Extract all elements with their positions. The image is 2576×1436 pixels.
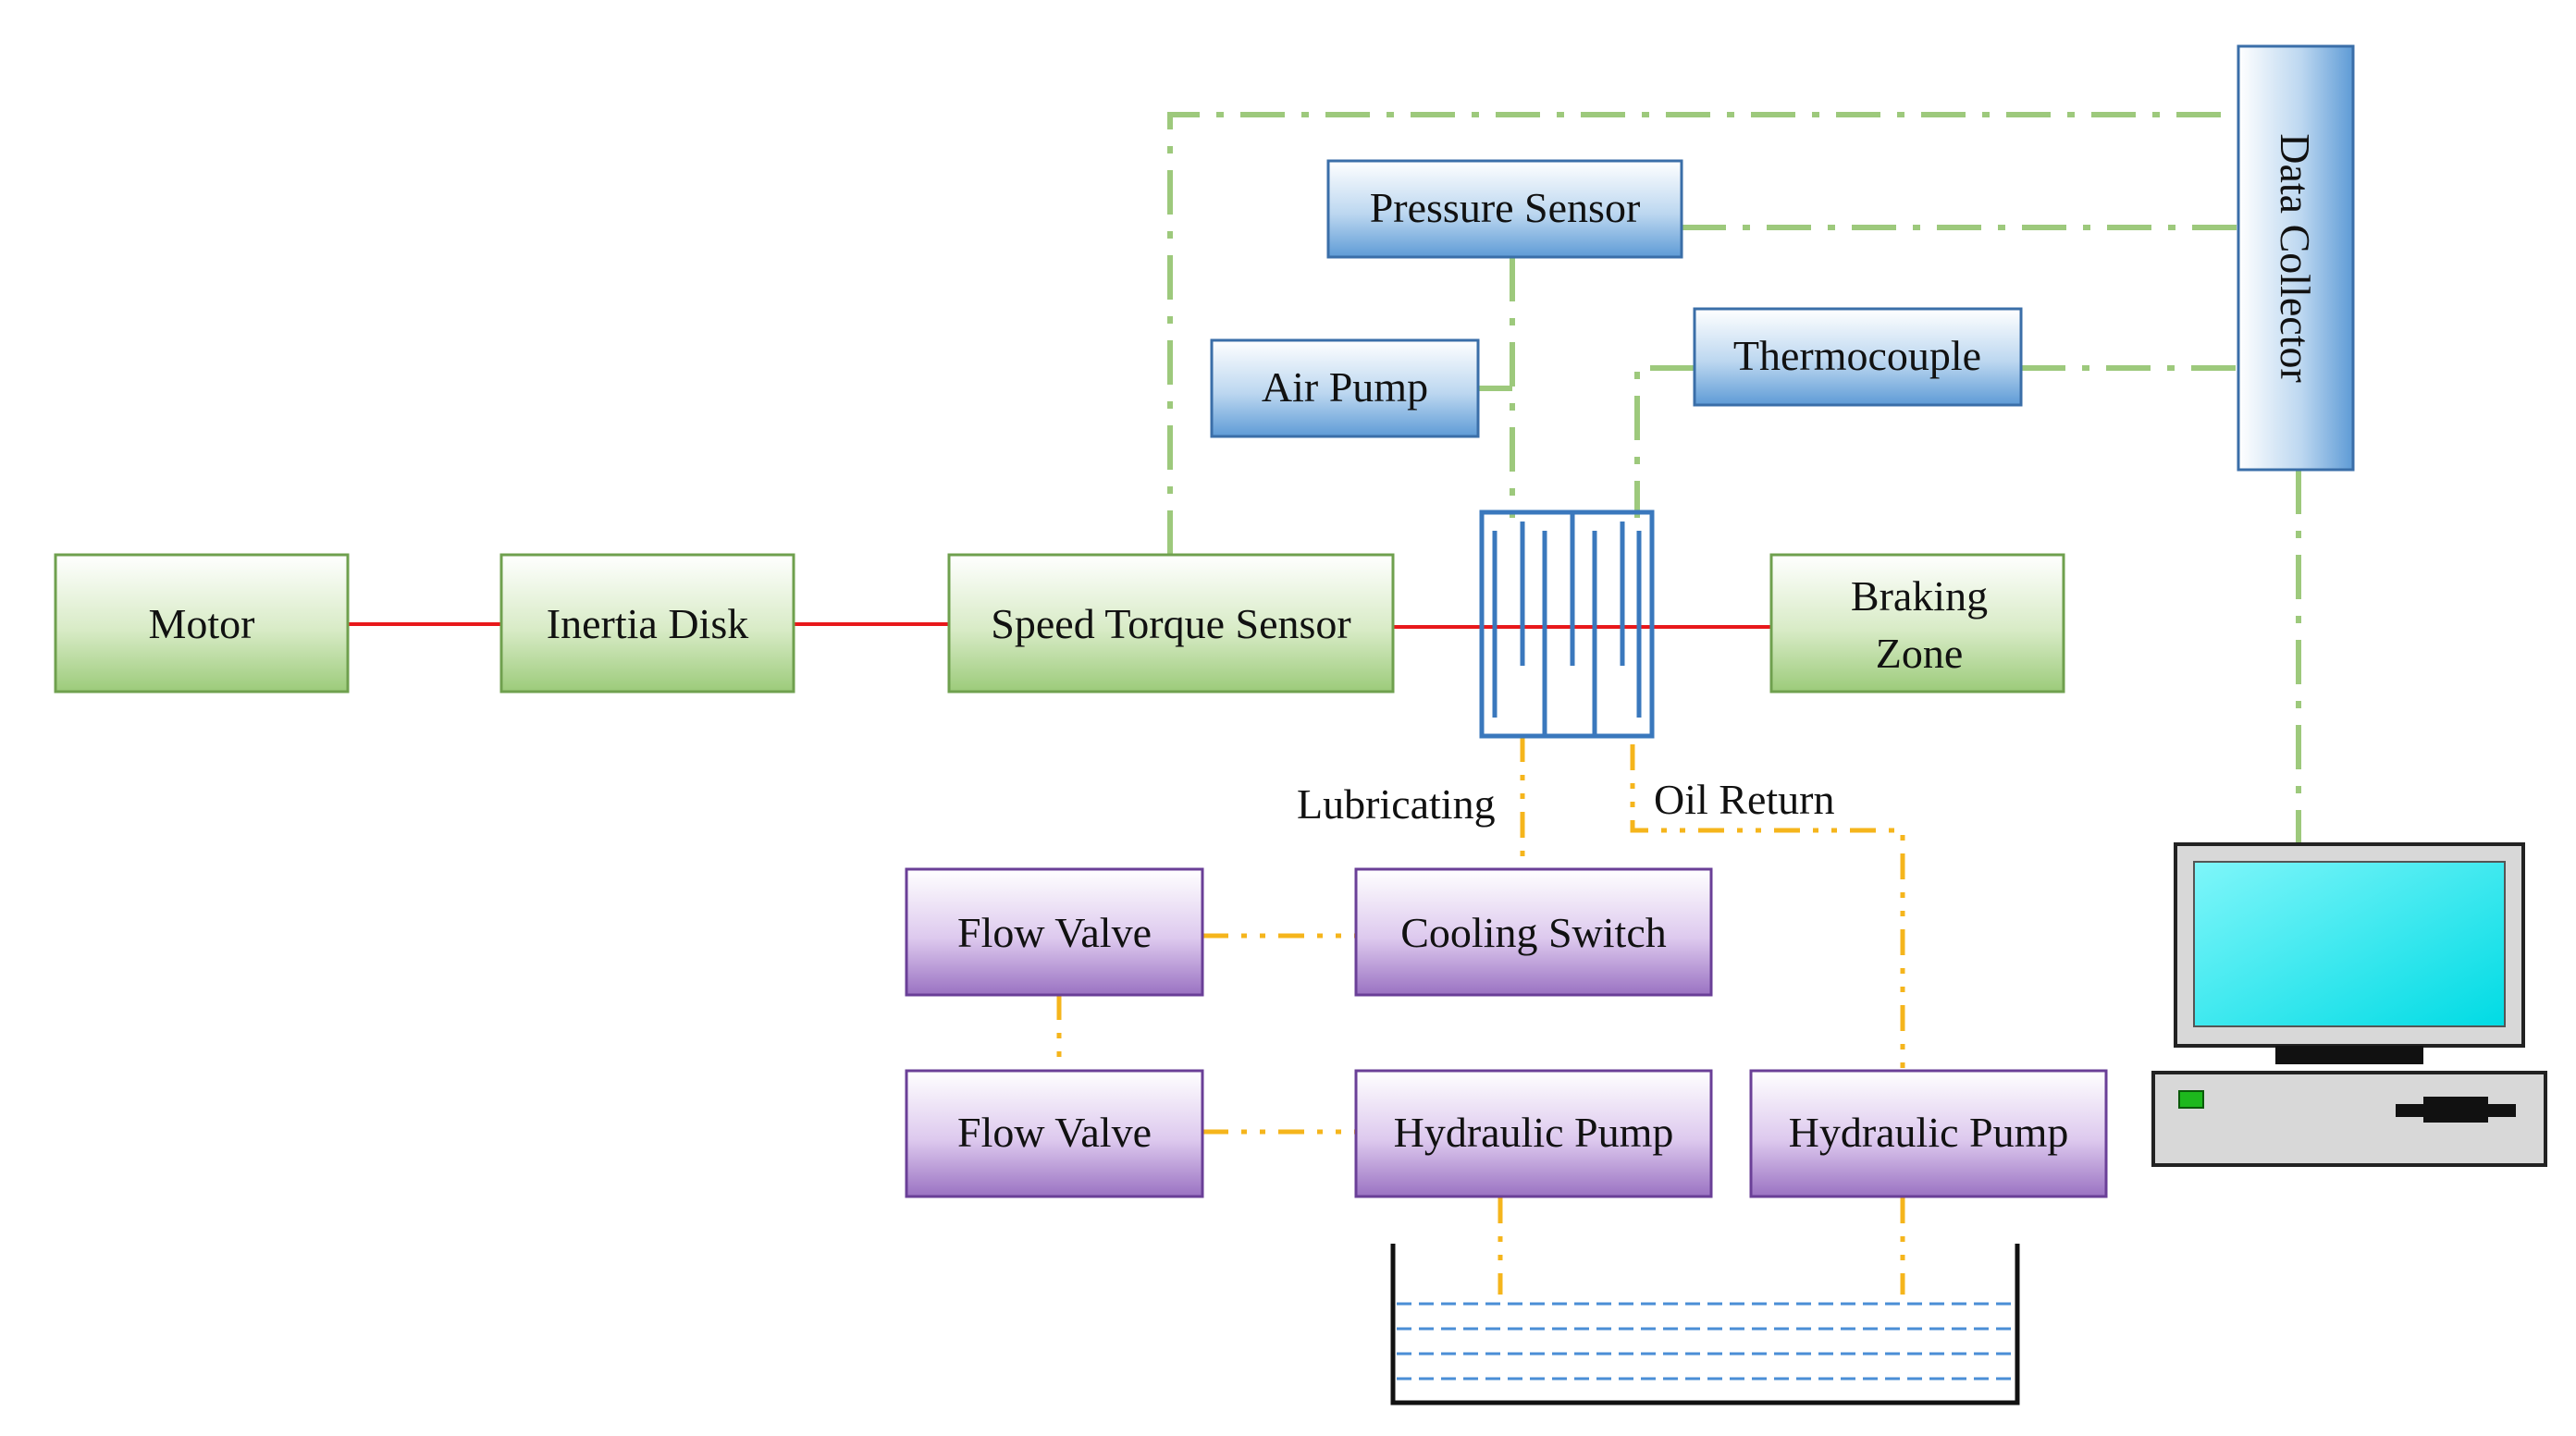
signal-line-speed-torque bbox=[1167, 112, 2238, 555]
braking-zone-box: Braking Zone bbox=[1769, 553, 2065, 693]
braking-zone-label-line2: Zone bbox=[1876, 630, 1964, 677]
flow-valve-1-label: Flow Valve bbox=[957, 909, 1152, 956]
hydraulic-pump-1-box: Hydraulic Pump bbox=[1354, 1069, 1713, 1198]
friction-plate-assembly bbox=[1479, 509, 1655, 739]
data-collector-box: Data Collector bbox=[2237, 44, 2355, 472]
pressure-sensor-box: Pressure Sensor bbox=[1326, 159, 1683, 259]
thermocouple-label: Thermocouple bbox=[1733, 332, 1981, 379]
air-pump-label: Air Pump bbox=[1262, 363, 1428, 411]
cooling-switch-label: Cooling Switch bbox=[1400, 909, 1667, 956]
pressure-sensor-label: Pressure Sensor bbox=[1370, 184, 1641, 231]
drive-slot-button bbox=[2423, 1097, 2488, 1123]
air-pump-box: Air Pump bbox=[1210, 338, 1480, 438]
flow-valve-2-label: Flow Valve bbox=[957, 1109, 1152, 1156]
thermocouple-box: Thermocouple bbox=[1693, 307, 2023, 407]
oil-tank bbox=[1390, 1244, 2020, 1405]
flow-valve-1-box: Flow Valve bbox=[905, 867, 1204, 997]
computer-icon bbox=[2151, 842, 2547, 1167]
hydraulic-pump-2-box: Hydraulic Pump bbox=[1749, 1069, 2108, 1198]
drive-shaft bbox=[348, 622, 1771, 629]
signal-line-thermocouple-probe bbox=[1634, 365, 1695, 518]
motor-label: Motor bbox=[149, 600, 255, 647]
speed-torque-sensor-box: Speed Torque Sensor bbox=[947, 553, 1395, 693]
braking-zone-label-line1: Braking bbox=[1851, 572, 1988, 620]
tank-walls bbox=[1390, 1244, 2020, 1405]
hydraulic-pump-2-label: Hydraulic Pump bbox=[1789, 1109, 2069, 1156]
monitor-stand bbox=[2275, 1046, 2423, 1064]
hydraulic-pump-1-label: Hydraulic Pump bbox=[1394, 1109, 1674, 1156]
oil-line-return bbox=[1630, 744, 1905, 1073]
cooling-switch-box: Cooling Switch bbox=[1354, 867, 1713, 997]
friction-housing bbox=[1479, 509, 1655, 739]
monitor-screen bbox=[2193, 861, 2506, 1027]
flow-valve-2-box: Flow Valve bbox=[905, 1069, 1204, 1198]
inertia-disk-box: Inertia Disk bbox=[499, 553, 795, 693]
inertia-disk-label: Inertia Disk bbox=[547, 600, 748, 647]
speed-torque-sensor-label: Speed Torque Sensor bbox=[991, 600, 1350, 647]
oil-return-label: Oil Return bbox=[1654, 776, 1834, 823]
power-led bbox=[2178, 1090, 2204, 1109]
lubricating-label: Lubricating bbox=[1297, 780, 1496, 828]
motor-box: Motor bbox=[54, 553, 350, 693]
data-collector-label: Data Collector bbox=[2272, 133, 2319, 383]
signal-lines bbox=[1167, 112, 2301, 846]
oil-lines bbox=[1056, 736, 1905, 1295]
